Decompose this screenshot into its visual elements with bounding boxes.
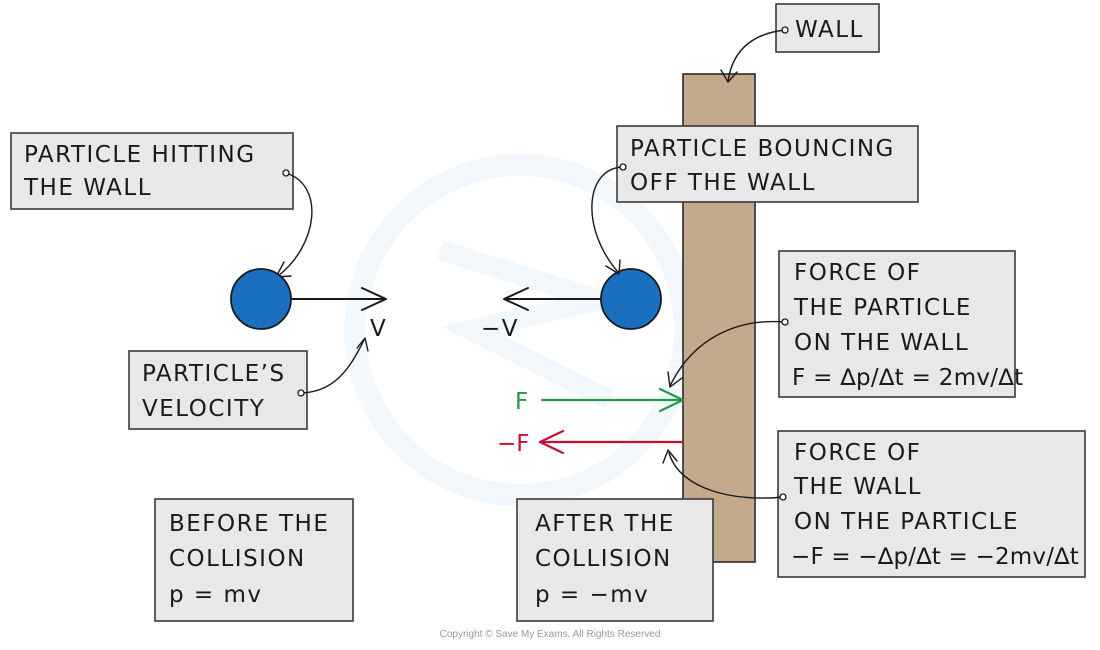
before-line-1: BEFORE THE (169, 511, 329, 537)
reverse-velocity-arrow-head (503, 287, 529, 311)
bouncing-line-2: OFF THE WALL (630, 170, 816, 196)
velocity-line-2: VELOCITY (142, 396, 265, 422)
velocity-arrow-head (361, 287, 387, 311)
force-on-particle-line-1: FORCE OF (794, 440, 921, 466)
hitting-pointer (277, 172, 313, 277)
negative-force-symbol: −F (497, 431, 530, 457)
velocity-line-1: PARTICLE’S (142, 361, 286, 387)
force-on-wall-box: FORCE OF THE PARTICLE ON THE WALL F = ∆p… (667, 250, 1023, 398)
bouncing-pointer (591, 166, 624, 273)
force-on-wall-arrow-head (658, 387, 685, 413)
velocity-pointer (300, 339, 365, 394)
bouncing-line-1: PARTICLE BOUNCING (630, 136, 895, 162)
after-line-1: AFTER THE (535, 511, 675, 537)
hitting-line-2: THE WALL (23, 175, 152, 201)
force-on-wall-line-2: THE PARTICLE (793, 295, 972, 321)
force-on-particle-box: FORCE OF THE WALL ON THE PARTICLE −F = −… (662, 430, 1086, 578)
hitting-label-box: PARTICLE HITTING THE WALL (10, 132, 313, 278)
force-on-particle-arrow-head (538, 429, 565, 455)
before-momentum: p = mv (169, 582, 263, 608)
wall-label-box: WALL (720, 3, 880, 83)
velocity-label-box: PARTICLE’S VELOCITY (128, 337, 369, 430)
hitting-line-1: PARTICLE HITTING (24, 142, 256, 168)
after-collision-box: AFTER THE COLLISION p = −mv (516, 498, 714, 622)
bouncing-label-box: PARTICLE BOUNCING OFF THE WALL (591, 125, 919, 275)
particle-after (600, 268, 662, 330)
force-symbol: F (515, 389, 528, 415)
force-on-wall-equation: F = ∆p/∆t = 2mv/∆t (792, 365, 1023, 391)
force-on-particle-line-3: ON THE PARTICLE (794, 509, 1019, 535)
force-on-wall-line-1: FORCE OF (794, 260, 921, 286)
force-on-particle-equation: −F = −∆p/∆t = −2mv/∆t (791, 544, 1079, 570)
velocity-symbol: V (370, 316, 387, 342)
force-on-wall-pointer (669, 320, 786, 387)
after-momentum: p = −mv (535, 582, 649, 608)
reverse-velocity-symbol: −V (481, 316, 519, 342)
force-on-wall-line-3: ON THE WALL (794, 330, 969, 356)
wall-label: WALL (795, 17, 864, 43)
wall-pointer-head (720, 69, 738, 83)
wall-pointer (727, 29, 786, 83)
after-line-2: COLLISION (535, 546, 672, 572)
particle-before (230, 268, 292, 330)
before-line-2: COLLISION (169, 546, 306, 572)
force-on-particle-pointer (668, 452, 784, 499)
force-on-particle-line-2: THE WALL (793, 474, 922, 500)
copyright-notice: Copyright © Save My Exams. All Rights Re… (440, 629, 661, 640)
before-collision-box: BEFORE THE COLLISION p = mv (154, 498, 354, 622)
